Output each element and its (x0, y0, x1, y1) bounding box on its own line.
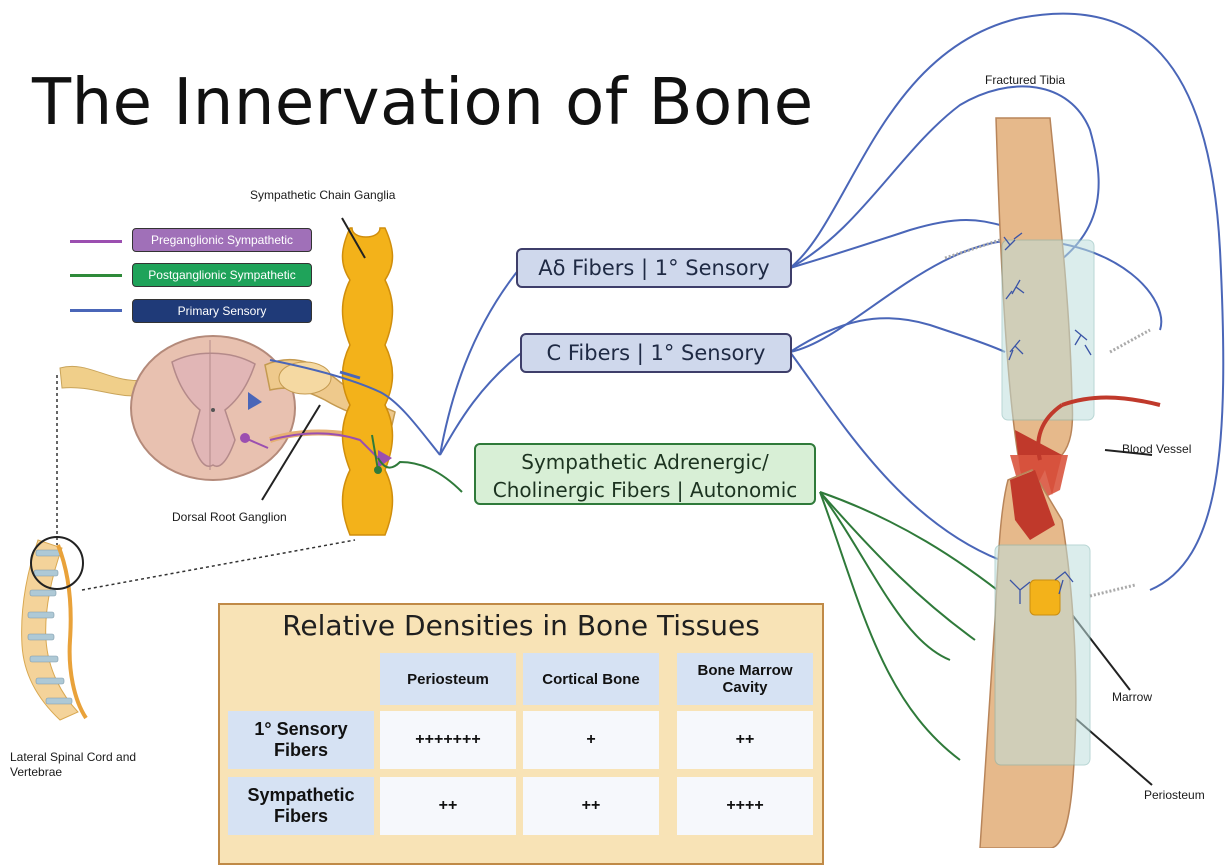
column-header-periosteum: Periosteum (380, 653, 516, 705)
spinal-cord-cross-section (131, 336, 295, 480)
sympathetic-fibers-box: Sympathetic Adrenergic/ Cholinergic Fibe… (474, 443, 816, 505)
sympathetic-chain-ganglia-illustration (343, 228, 393, 535)
column-header-cortical-bone: Cortical Bone (523, 653, 659, 705)
sensory-legend-swatch (70, 309, 122, 312)
fractured-tibia-illustration (945, 118, 1160, 848)
table-cell: ++ (677, 711, 813, 769)
table-cell: ++ (523, 777, 659, 835)
postganglionic-legend-label: Postganglionic Sympathetic (132, 263, 312, 287)
column-header-bone-marrow-cavity: Bone Marrow Cavity (677, 653, 813, 705)
periosteum-label: Periosteum (1144, 788, 1205, 802)
table-cell: ++++ (677, 777, 813, 835)
spinal-column-illustration (22, 537, 86, 720)
densities-table-title: Relative Densities in Bone Tissues (220, 609, 822, 642)
sensory-legend-label: Primary Sensory (132, 299, 312, 323)
fractured-tibia-label: Fractured Tibia (985, 73, 1065, 87)
row-header-sensory: 1° Sensory Fibers (228, 711, 374, 769)
postganglionic-legend-swatch (70, 274, 122, 277)
preganglionic-legend-swatch (70, 240, 122, 243)
marrow-label: Marrow (1112, 690, 1152, 704)
table-cell: + (523, 711, 659, 769)
blood-vessel-label: Blood Vessel (1122, 442, 1191, 456)
sympathetic-chain-ganglia-label: Sympathetic Chain Ganglia (250, 188, 395, 202)
sympathetic-fibers-line2: Cholinergic Fibers | Autonomic (476, 476, 814, 504)
preganglionic-legend-label: Preganglionic Sympathetic (132, 228, 312, 252)
densities-table: Relative Densities in Bone Tissues Perio… (218, 603, 824, 865)
table-cell: +++++++ (380, 711, 516, 769)
lateral-spinal-cord-label: Lateral Spinal Cord and Vertebrae (10, 750, 150, 780)
table-cell: ++ (380, 777, 516, 835)
page-title: The Innervation of Bone (32, 66, 814, 140)
c-fibers-box: C Fibers | 1° Sensory (520, 333, 792, 373)
dorsal-root-ganglion-label: Dorsal Root Ganglion (172, 510, 287, 524)
a-delta-fibers-box: Aδ Fibers | 1° Sensory (516, 248, 792, 288)
sympathetic-fibers-line1: Sympathetic Adrenergic/ (476, 448, 814, 476)
row-header-sympathetic: Sympathetic Fibers (228, 777, 374, 835)
